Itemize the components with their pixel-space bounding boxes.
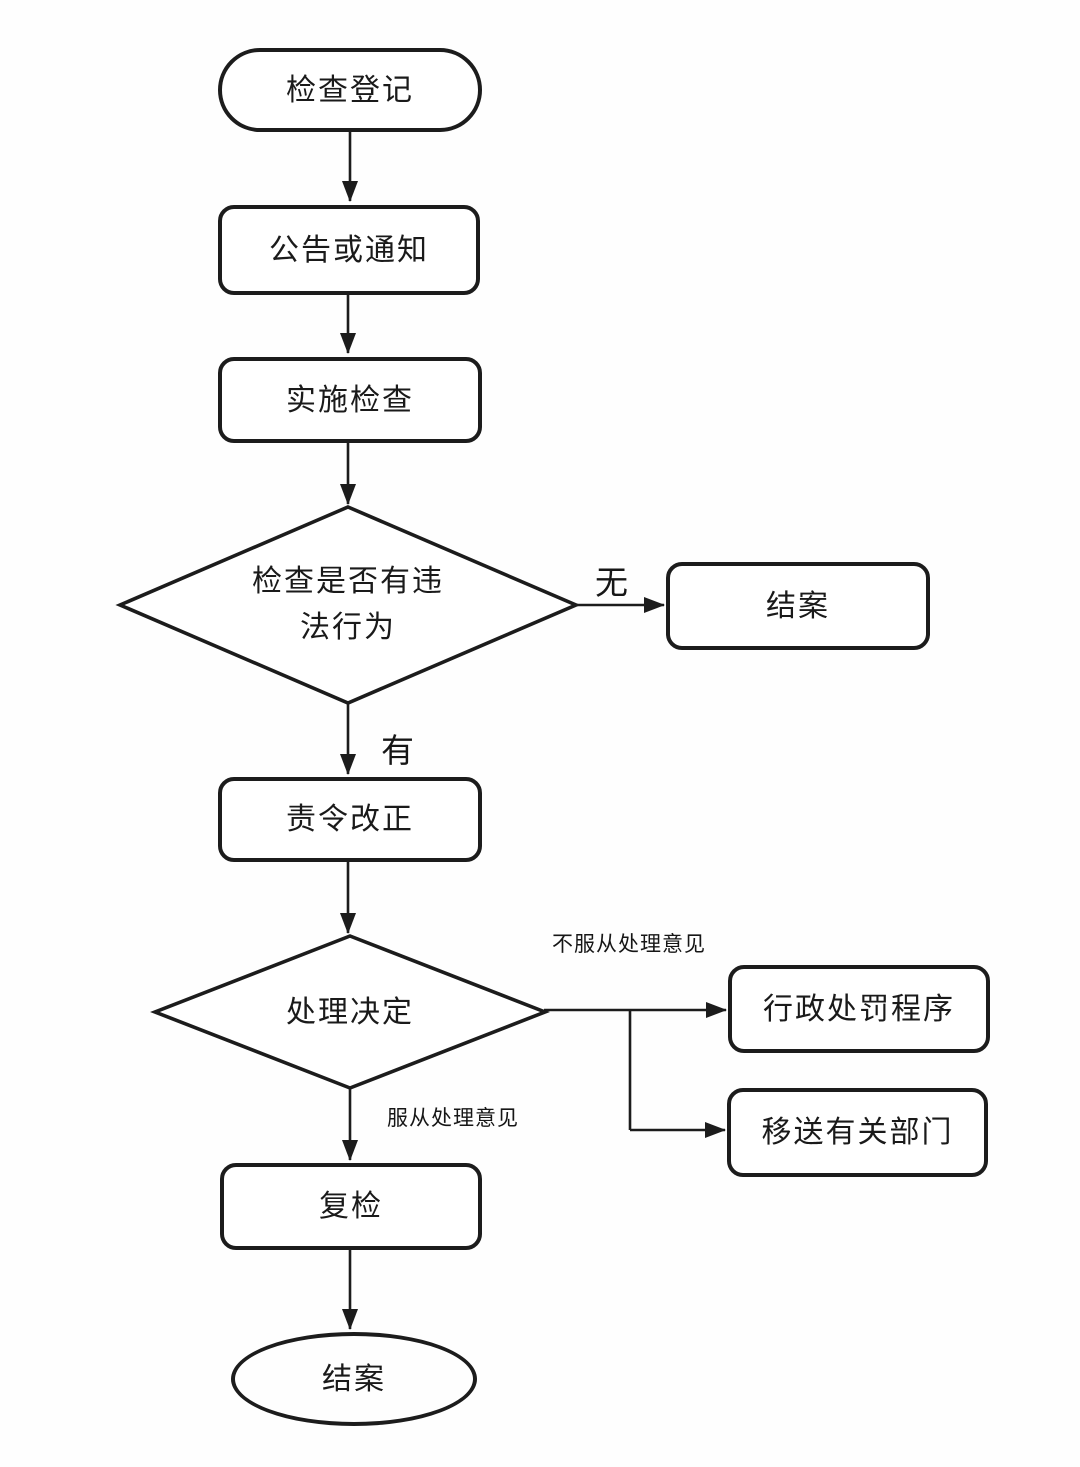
diamond-shape	[120, 507, 576, 703]
node-start-label: 检查登记	[286, 73, 414, 107]
edge-label-disobey: 不服从处理意见	[552, 932, 706, 956]
node-end: 结案	[231, 1332, 477, 1426]
node-transfer-label: 移送有关部门	[761, 1116, 954, 1149]
node-correct-label: 责令改正	[286, 803, 414, 836]
node-close1: 结案	[666, 562, 930, 650]
node-recheck: 复检	[220, 1163, 482, 1250]
node-transfer: 移送有关部门	[727, 1088, 988, 1177]
node-correct: 责令改正	[218, 777, 482, 862]
node-decision2: 处理决定	[155, 936, 545, 1088]
node-end-label: 结案	[322, 1362, 386, 1396]
node-notice-label: 公告或通知	[269, 233, 429, 267]
node-close1-label: 结案	[766, 589, 830, 623]
node-penalty: 行政处罚程序	[728, 965, 990, 1053]
edge-label-yes: 有	[381, 734, 414, 770]
node-notice: 公告或通知	[218, 205, 480, 295]
node-decision2-label: 处理决定	[286, 995, 414, 1029]
edge-label-obey: 服从处理意见	[387, 1106, 519, 1130]
node-inspect-label: 实施检查	[286, 383, 414, 417]
node-inspect: 实施检查	[218, 357, 482, 443]
node-penalty-label: 行政处罚程序	[763, 992, 955, 1026]
diamond-shape	[155, 936, 545, 1088]
node-recheck-label: 复检	[319, 1190, 383, 1223]
node-decision1: 检查是否有违法行为	[120, 507, 576, 703]
edge-label-no: 无	[595, 566, 628, 602]
node-decision1-label: 检查是否有违法行为	[252, 564, 444, 645]
node-start: 检查登记	[218, 48, 482, 132]
